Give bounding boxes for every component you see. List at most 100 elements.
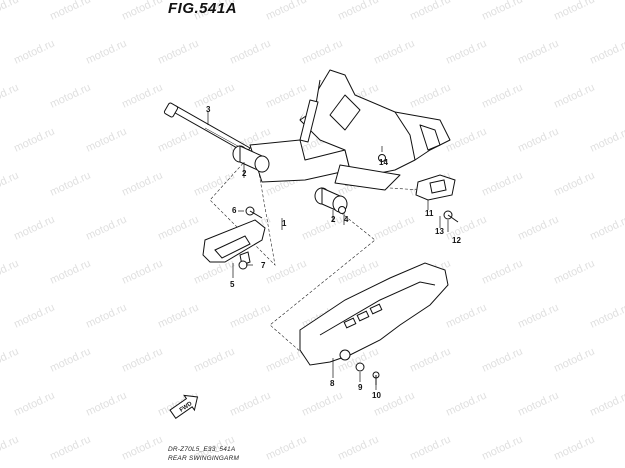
watermark-text: motod.ru — [228, 37, 272, 66]
watermark-text: motod.ru — [0, 433, 21, 462]
watermark-text: motod.ru — [120, 169, 164, 198]
watermark-text: motod.ru — [588, 37, 625, 66]
callout-c5: 5 — [230, 280, 235, 289]
watermark-text: motod.ru — [120, 257, 164, 286]
chain-case-8 — [299, 262, 449, 366]
watermark-text: motod.ru — [228, 301, 272, 330]
watermark-text: motod.ru — [192, 169, 236, 198]
watermark-text: motod.ru — [408, 433, 452, 462]
watermark-text: motod.ru — [0, 0, 21, 23]
watermark-text: motod.ru — [552, 345, 596, 374]
bolt-3 — [163, 102, 251, 154]
watermark-text: motod.ru — [84, 213, 128, 242]
watermark-text: motod.ru — [336, 257, 380, 286]
watermark-text: motod.ru — [444, 125, 488, 154]
watermark-text: motod.ru — [336, 433, 380, 462]
watermark-text: motod.ru — [588, 301, 625, 330]
watermark-text: motod.ru — [336, 0, 380, 23]
watermark-text: motod.ru — [372, 37, 416, 66]
watermark-text: motod.ru — [588, 213, 625, 242]
watermark-text: motod.ru — [156, 125, 200, 154]
watermark-text: motod.ru — [120, 345, 164, 374]
watermark-text: motod.ru — [588, 125, 625, 154]
watermark-text: motod.ru — [12, 213, 56, 242]
watermark-text: motod.ru — [48, 433, 92, 462]
watermark-text: motod.ru — [552, 0, 596, 23]
watermark-text: motod.ru — [12, 125, 56, 154]
watermark-text: motod.ru — [228, 389, 272, 418]
chain-buffer-11 — [415, 174, 456, 201]
chain-guide-5 — [202, 219, 266, 266]
watermark-text: motod.ru — [516, 213, 560, 242]
model-code: DR-Z70L5_E33_541A — [168, 446, 236, 453]
watermark-text: motod.ru — [444, 37, 488, 66]
callout-c11: 11 — [425, 209, 434, 218]
callout-c2b: 2 — [331, 215, 336, 224]
callout-c1: 1 — [282, 219, 287, 228]
watermark-text: motod.ru — [480, 433, 524, 462]
callout-c7: 7 — [261, 261, 266, 270]
callout-c10: 10 — [372, 391, 381, 400]
bolt-7 — [238, 260, 248, 270]
callout-c3: 3 — [206, 105, 211, 114]
watermark-text: motod.ru — [516, 301, 560, 330]
watermark-text: motod.ru — [84, 37, 128, 66]
watermark-text: motod.ru — [372, 213, 416, 242]
watermark-text: motod.ru — [444, 389, 488, 418]
watermark-text: motod.ru — [408, 0, 452, 23]
watermark-text: motod.ru — [0, 345, 21, 374]
callout-c14: 14 — [379, 158, 388, 167]
watermark-text: motod.ru — [264, 433, 308, 462]
callout-c13: 13 — [435, 227, 444, 236]
watermark-text: motod.ru — [0, 81, 21, 110]
washer-14 — [378, 154, 386, 162]
watermark-text: motod.ru — [480, 0, 524, 23]
swingarm — [249, 69, 451, 191]
watermark-text: motod.ru — [48, 81, 92, 110]
watermark-text: motod.ru — [156, 213, 200, 242]
watermark-text: motod.ru — [48, 0, 92, 23]
watermark-text: motod.ru — [120, 0, 164, 23]
watermark-text: motod.ru — [300, 389, 344, 418]
callout-c8: 8 — [330, 379, 335, 388]
callout-c12: 12 — [452, 236, 461, 245]
bushing-2-lower — [314, 187, 348, 214]
watermark-text: motod.ru — [408, 81, 452, 110]
watermark-text: motod.ru — [300, 37, 344, 66]
watermark-text: motod.ru — [0, 257, 21, 286]
watermark-text: motod.ru — [552, 433, 596, 462]
watermark-text: motod.ru — [120, 433, 164, 462]
watermark-text: motod.ru — [444, 301, 488, 330]
watermark-text: motod.ru — [516, 389, 560, 418]
watermark-text: motod.ru — [552, 257, 596, 286]
watermark-text: motod.ru — [480, 81, 524, 110]
watermark-text: motod.ru — [480, 345, 524, 374]
callout-c9: 9 — [358, 383, 363, 392]
watermark-text: motod.ru — [408, 345, 452, 374]
callout-c4: 4 — [344, 215, 349, 224]
watermark-text: motod.ru — [12, 37, 56, 66]
bolt-6 — [245, 206, 263, 219]
watermark-text: motod.ru — [84, 301, 128, 330]
bolt-9 — [355, 362, 365, 372]
watermark-text: motod.ru — [12, 389, 56, 418]
watermark-text: motod.ru — [48, 345, 92, 374]
figure-title: FIG.541A — [168, 0, 238, 17]
watermark-text: motod.ru — [120, 81, 164, 110]
watermark-text: motod.ru — [48, 169, 92, 198]
watermark-text: motod.ru — [84, 389, 128, 418]
bolt-10 — [372, 371, 380, 385]
watermark-text: motod.ru — [300, 213, 344, 242]
watermark-text: motod.ru — [480, 169, 524, 198]
watermark-text: motod.ru — [84, 125, 128, 154]
watermark-text: motod.ru — [480, 257, 524, 286]
bushing-2-upper — [232, 145, 270, 173]
figure-subtitle: REAR SWINGINGARM — [168, 455, 240, 462]
watermark-text: motod.ru — [264, 0, 308, 23]
watermark-text: motod.ru — [264, 257, 308, 286]
watermark-text: motod.ru — [588, 389, 625, 418]
watermark-text: motod.ru — [516, 125, 560, 154]
